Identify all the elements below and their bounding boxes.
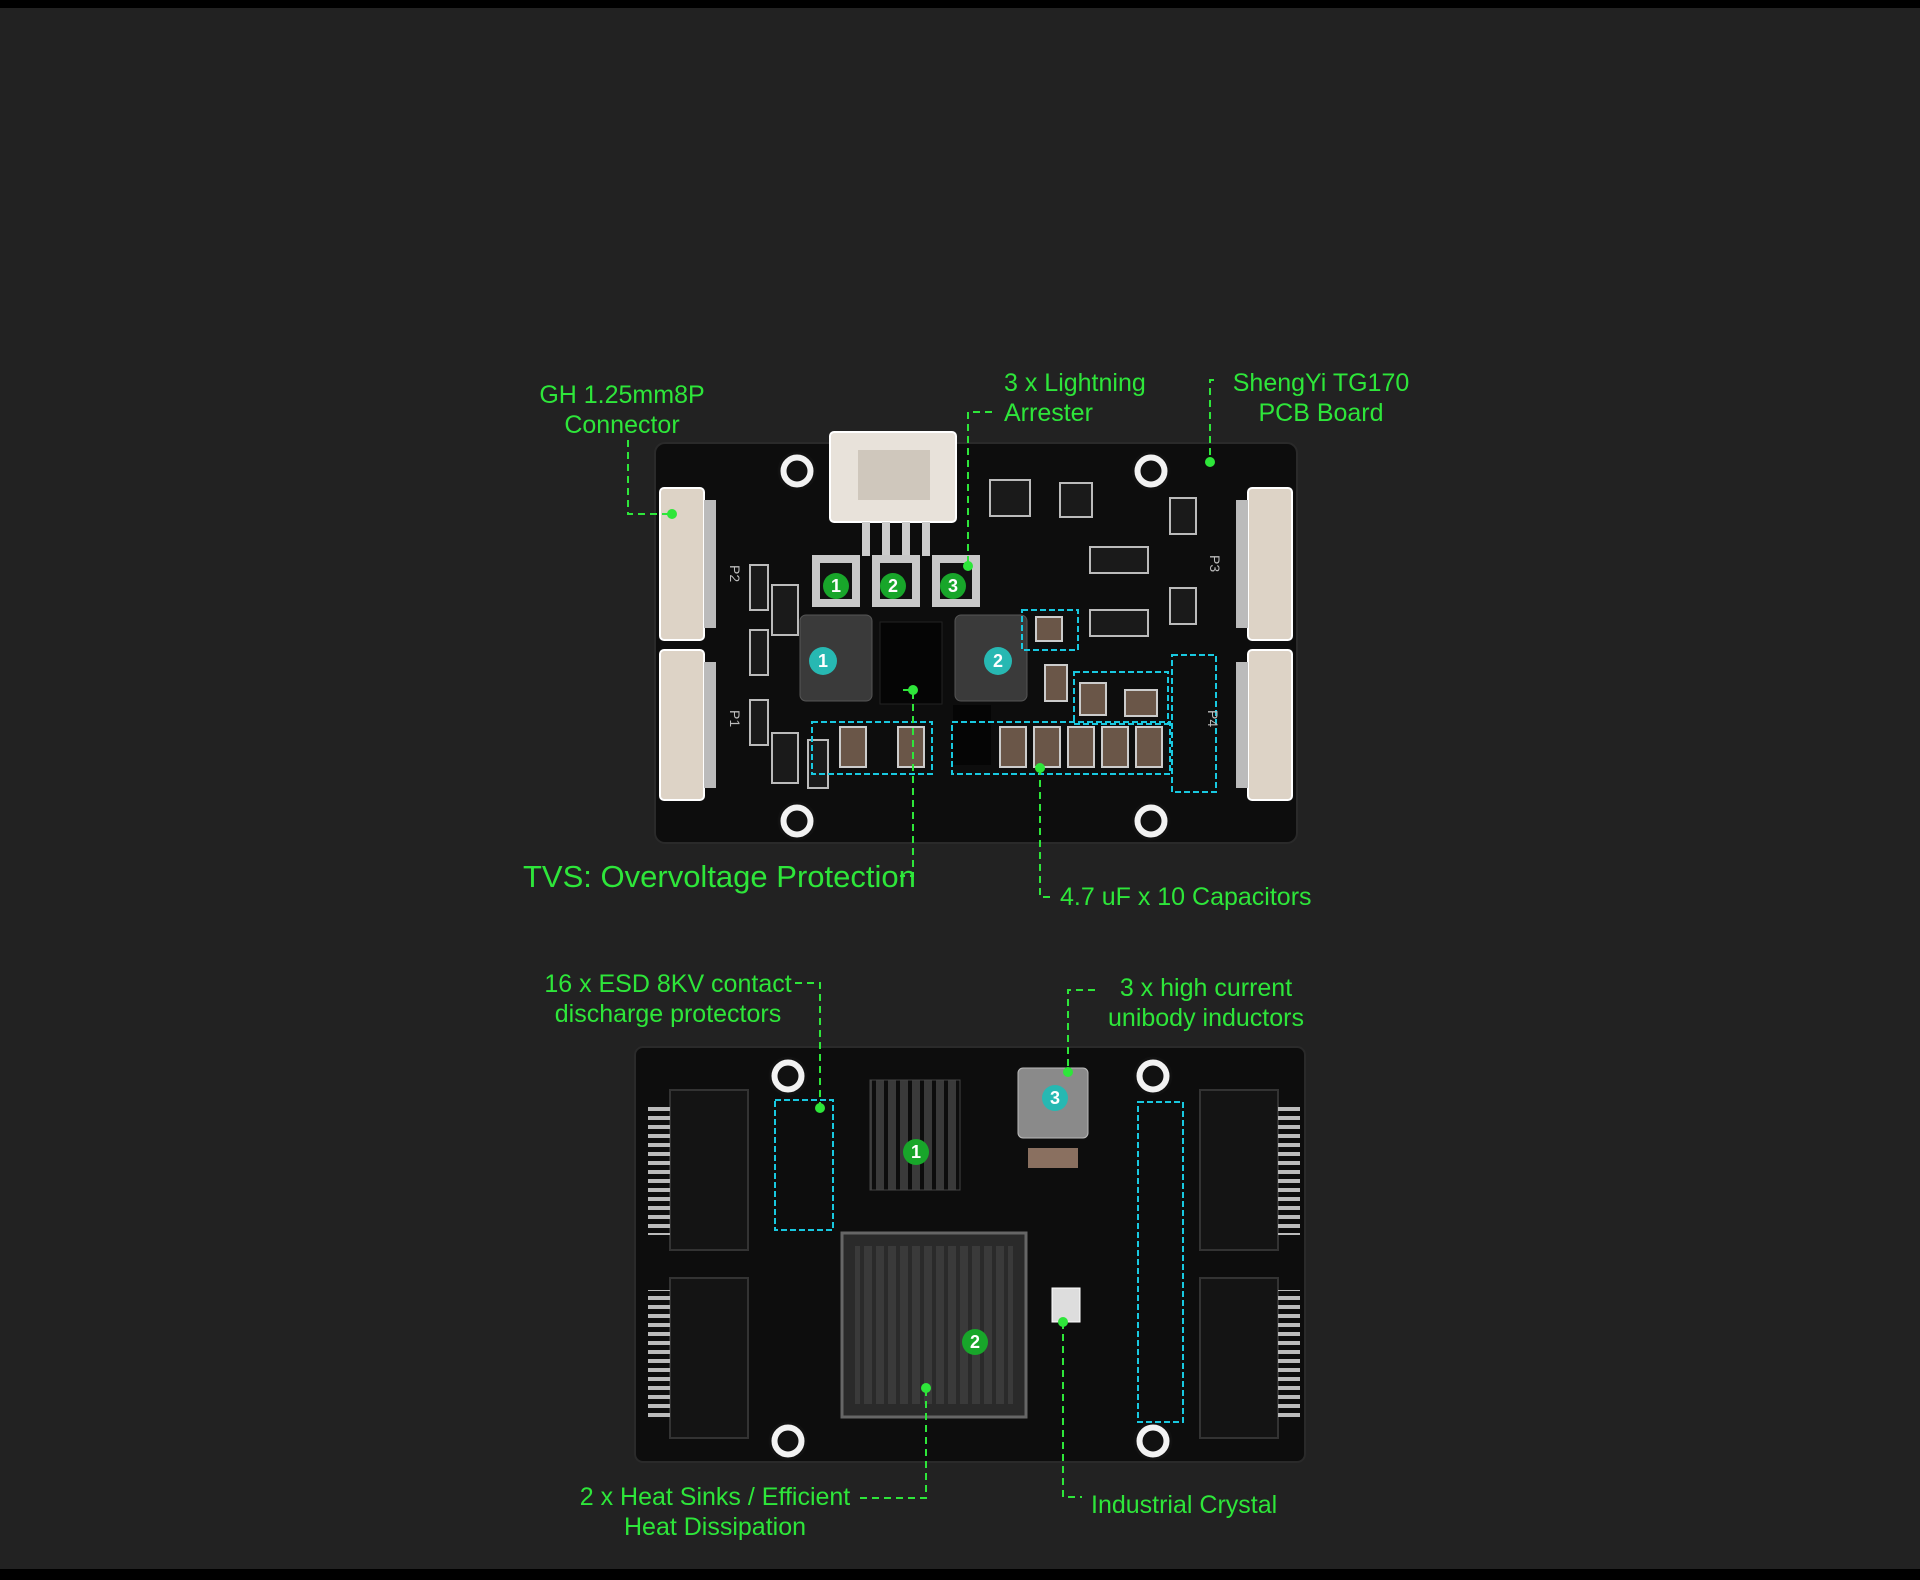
misc-components xyxy=(749,479,1197,789)
silk-p3: P3 xyxy=(1207,555,1223,572)
top-badges: 1 2 3 1 2 xyxy=(809,573,1012,675)
silk-p4: P4 xyxy=(1205,710,1221,727)
badge-inductor-3: 3 xyxy=(1050,1088,1060,1108)
crystal xyxy=(1051,1287,1081,1323)
esd-boxes xyxy=(774,1099,1184,1423)
badge-heatsink-2: 2 xyxy=(970,1332,980,1352)
label-pcb-board-line2: PCB Board xyxy=(1258,399,1384,427)
badge-inductor-1: 1 xyxy=(818,651,828,671)
label-lightning-arrester: 3 x Lightning Arrester xyxy=(1004,368,1204,428)
top-board: P2 P1 P3 P4 xyxy=(654,431,1298,844)
badge-arrester-3: 3 xyxy=(948,576,958,596)
capacitors xyxy=(839,616,1163,768)
label-esd-line1: 16 x ESD 8KV contact xyxy=(544,970,792,998)
gh-connector-left xyxy=(659,487,716,801)
label-inductors-line1: 3 x high current xyxy=(1119,974,1293,1002)
top-callout-dots xyxy=(667,457,1215,773)
badge-heatsink-1: 1 xyxy=(911,1142,921,1162)
heat-sinks xyxy=(840,1079,1028,1419)
label-esd-line2: discharge protectors xyxy=(554,1000,782,1028)
label-heat-sinks-line1: 2 x Heat Sinks / Efficient xyxy=(579,1483,851,1511)
badge-arrester-1: 1 xyxy=(831,576,841,596)
label-capacitors: 4.7 uF x 10 Capacitors xyxy=(1060,882,1312,912)
label-esd: 16 x ESD 8KV contact discharge protector… xyxy=(538,969,798,1029)
label-lightning-arrester-line1: 3 x Lightning xyxy=(1004,369,1146,397)
power-connector xyxy=(829,431,957,556)
mounting-holes xyxy=(777,451,1171,841)
bottom-board xyxy=(634,1046,1306,1463)
transformers xyxy=(669,1089,1279,1439)
label-gh-connector: GH 1.25mm8P Connector xyxy=(532,380,712,440)
transformer-pins xyxy=(648,1105,1300,1420)
badge-inductor-2: 2 xyxy=(993,651,1003,671)
bottom-callout-lines xyxy=(795,982,1095,1499)
bottom-badges: 1 2 3 xyxy=(903,1085,1068,1355)
label-heat-sinks-line2: Heat Dissipation xyxy=(623,1513,807,1541)
label-crystal-text: Industrial Crystal xyxy=(1091,1491,1278,1519)
label-pcb-board: ShengYi TG170 PCB Board xyxy=(1226,368,1416,428)
bottom-inductor xyxy=(1017,1067,1089,1168)
label-pcb-board-line1: ShengYi TG170 xyxy=(1232,369,1410,397)
label-crystal: Industrial Crystal xyxy=(1091,1490,1277,1520)
bottom-callout-dots xyxy=(815,1067,1073,1393)
label-gh-connector-line1: GH 1.25mm8P xyxy=(539,381,705,409)
label-inductors: 3 x high current unibody inductors xyxy=(1096,973,1316,1033)
label-tvs-text: TVS: Overvoltage Protection xyxy=(523,859,916,894)
label-inductors-line2: unibody inductors xyxy=(1108,1004,1304,1032)
silk-p1: P1 xyxy=(727,710,743,727)
bottom-mounting-holes xyxy=(768,1056,1173,1461)
label-gh-connector-line2: Connector xyxy=(564,411,680,439)
label-tvs: TVS: Overvoltage Protection xyxy=(523,859,916,895)
gh-connector-right xyxy=(1236,487,1293,801)
label-lightning-arrester-line2: Arrester xyxy=(1004,399,1093,427)
highlight-boxes xyxy=(811,609,1217,793)
silk-p2: P2 xyxy=(727,565,743,582)
label-heat-sinks: 2 x Heat Sinks / Efficient Heat Dissipat… xyxy=(570,1482,860,1542)
badge-arrester-2: 2 xyxy=(888,576,898,596)
label-capacitors-text: 4.7 uF x 10 Capacitors xyxy=(1060,883,1312,911)
